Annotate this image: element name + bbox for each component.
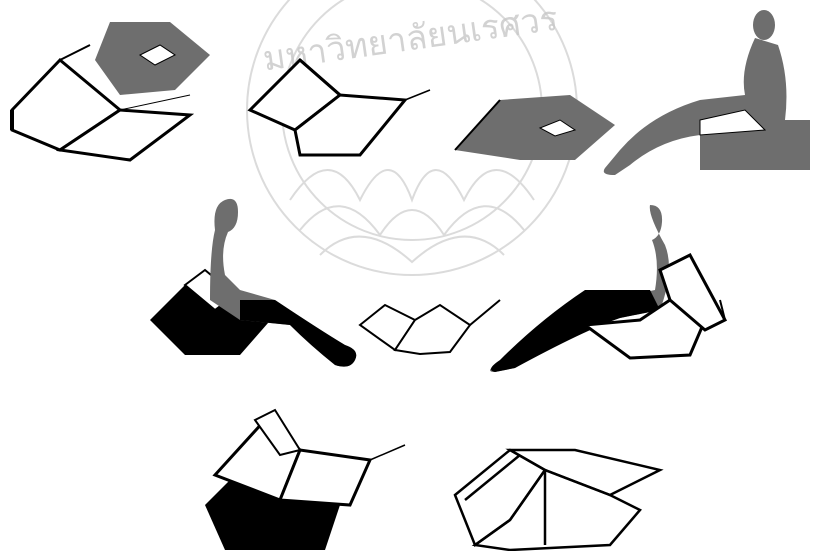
folded-cube-flat-outline — [455, 450, 660, 550]
seated-figure-gray-top-right — [604, 10, 810, 175]
folded-cube-open-gray — [12, 22, 210, 160]
folded-cube-outline-small — [360, 300, 500, 354]
folded-cube-gray-with-figure — [455, 95, 615, 160]
folded-cube-black-bottom — [205, 410, 405, 550]
figure-seated-black-left — [150, 199, 356, 367]
